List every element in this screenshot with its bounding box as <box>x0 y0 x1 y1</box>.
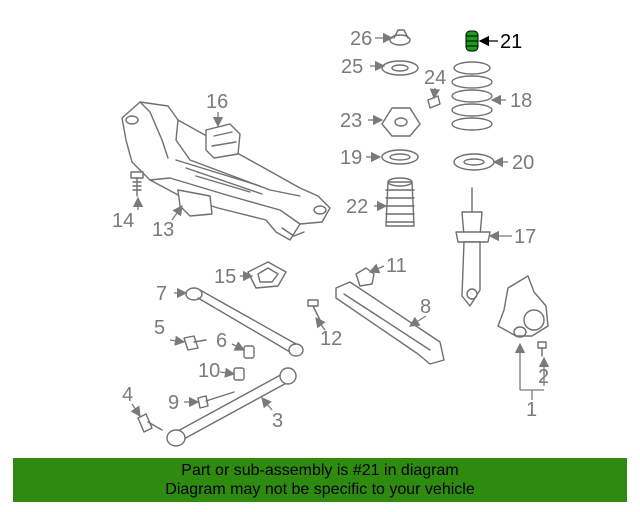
label-15: 15 <box>214 266 236 288</box>
bolt-9 <box>197 391 235 409</box>
leader-lines <box>130 32 550 418</box>
nut-6 <box>243 345 255 359</box>
label-12: 12 <box>320 328 342 350</box>
label-22: 22 <box>346 196 368 218</box>
spring-seat-20 <box>453 153 495 171</box>
pad-15 <box>247 261 287 289</box>
label-5: 5 <box>154 317 165 339</box>
rear-crossmember <box>121 101 331 241</box>
dust-boot-22 <box>385 177 415 227</box>
label-10: 10 <box>198 360 220 382</box>
label-1: 1 <box>526 399 537 421</box>
label-21: 21 <box>500 31 522 53</box>
bolt-5 <box>183 335 207 351</box>
banner-line-1: Part or sub-assembly is #21 in diagram <box>181 462 459 479</box>
label-3: 3 <box>272 410 283 432</box>
label-26: 26 <box>350 28 372 50</box>
coil-spring-18 <box>451 61 493 131</box>
lateral-link-7 <box>185 287 304 357</box>
nut-11 <box>355 267 375 287</box>
info-banner: Part or sub-assembly is #21 in diagram D… <box>13 458 627 502</box>
label-16: 16 <box>206 91 228 113</box>
nut-10 <box>233 367 245 381</box>
label-6: 6 <box>216 330 227 352</box>
bolt-12 <box>307 299 323 325</box>
bump-stop-cap-26 <box>389 29 411 46</box>
trailing-link-3 <box>166 367 297 447</box>
spring-seat-25 <box>381 60 419 76</box>
label-11: 11 <box>386 255 407 277</box>
label-4: 4 <box>122 384 133 406</box>
lower-arm-8 <box>335 281 445 365</box>
label-20: 20 <box>512 152 534 174</box>
banner-line-2: Diagram may not be specific to your vehi… <box>165 481 475 498</box>
bump-stop-21-highlighted <box>465 30 479 52</box>
label-9: 9 <box>168 392 179 414</box>
knuckle-1 <box>497 275 549 338</box>
bolt-2 <box>537 341 547 357</box>
label-23: 23 <box>340 110 362 132</box>
strut-17 <box>455 187 491 307</box>
callout-labels: 26 25 24 23 19 22 21 18 20 17 16 14 13 1… <box>112 28 549 432</box>
parts-diagram: 26 25 24 23 19 22 21 18 20 17 16 14 13 1… <box>112 28 550 447</box>
bolt-14 <box>130 171 144 197</box>
label-2: 2 <box>538 366 549 388</box>
label-7: 7 <box>156 283 167 305</box>
label-25: 25 <box>341 56 363 78</box>
label-17: 17 <box>514 226 536 248</box>
label-8: 8 <box>420 296 431 318</box>
label-13: 13 <box>152 219 174 241</box>
label-14: 14 <box>112 210 134 232</box>
label-19: 19 <box>340 147 362 169</box>
bolt-4 <box>137 413 163 433</box>
label-18: 18 <box>510 90 532 112</box>
insulator-19 <box>381 149 419 165</box>
crossmember-bracket <box>205 123 241 159</box>
strut-mount-23 <box>381 107 421 137</box>
label-24: 24 <box>424 67 446 89</box>
